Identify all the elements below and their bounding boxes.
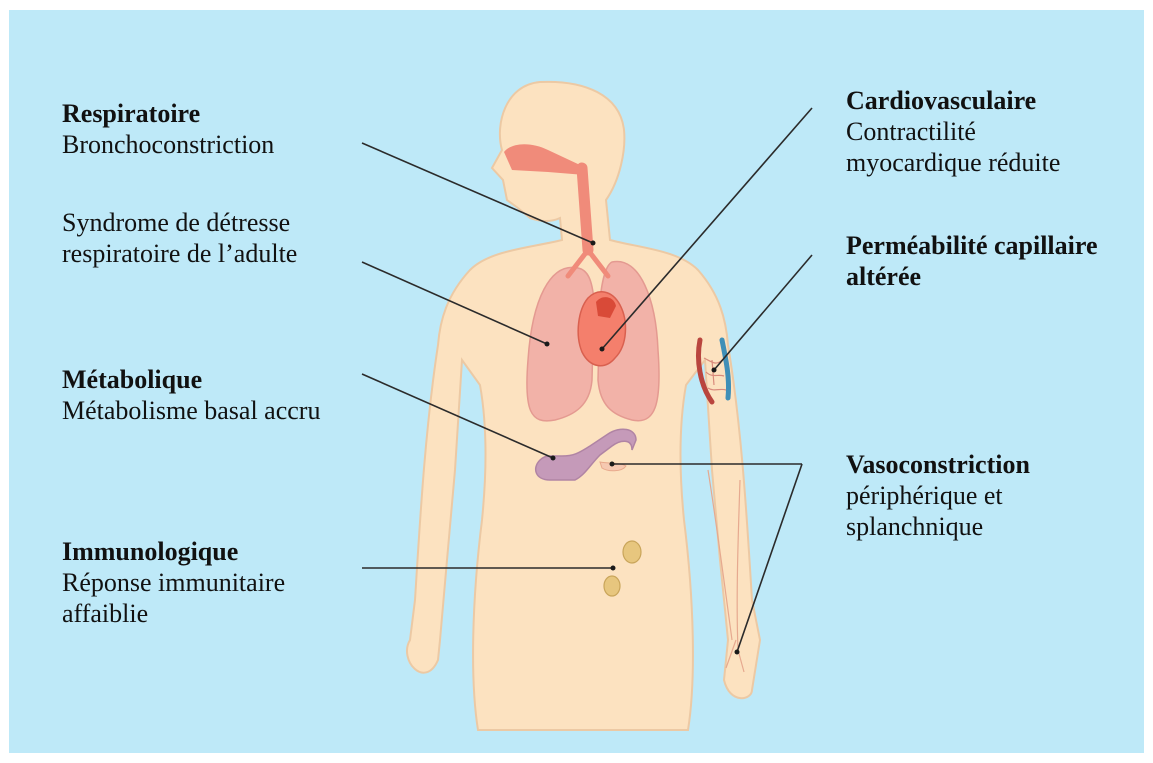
label-respiratory: Respiratoire Bronchoconstriction bbox=[62, 98, 274, 160]
vasoconstriction-line-2: splanchnique bbox=[846, 511, 1030, 542]
permeability-title-line-2: altérée bbox=[846, 261, 1098, 292]
ards-line-1: Syndrome de détresse bbox=[62, 207, 297, 238]
cardiovascular-line-1: Contractilité bbox=[846, 116, 1060, 147]
metabolic-title: Métabolique bbox=[62, 364, 320, 395]
immunologic-line-2: affaiblie bbox=[62, 598, 285, 629]
label-immunologic: Immunologique Réponse immunitaire affaib… bbox=[62, 536, 285, 629]
vasoconstriction-title: Vasoconstriction bbox=[846, 449, 1030, 480]
label-ards: Syndrome de détresse respiratoire de l’a… bbox=[62, 207, 297, 269]
permeability-title-line-1: Perméabilité capillaire bbox=[846, 230, 1098, 261]
immunologic-line-1: Réponse immunitaire bbox=[62, 567, 285, 598]
leader-permeability bbox=[714, 255, 812, 370]
label-vasoconstriction: Vasoconstriction périphérique et splanch… bbox=[846, 449, 1030, 542]
label-metabolic: Métabolique Métabolisme basal accru bbox=[62, 364, 320, 426]
label-permeability: Perméabilité capillaire altérée bbox=[846, 230, 1098, 292]
label-cardiovascular: Cardiovasculaire Contractilité myocardiq… bbox=[846, 85, 1060, 178]
metabolic-line-1: Métabolisme basal accru bbox=[62, 395, 320, 426]
respiratory-line-1: Bronchoconstriction bbox=[62, 129, 274, 160]
heart-icon bbox=[578, 292, 625, 366]
vasoconstriction-line-1: périphérique et bbox=[846, 480, 1030, 511]
ards-line-2: respiratoire de l’adulte bbox=[62, 238, 297, 269]
cardiovascular-title: Cardiovasculaire bbox=[846, 85, 1060, 116]
cardiovascular-line-2: myocardique réduite bbox=[846, 147, 1060, 178]
immunologic-title: Immunologique bbox=[62, 536, 285, 567]
respiratory-title: Respiratoire bbox=[62, 98, 274, 129]
